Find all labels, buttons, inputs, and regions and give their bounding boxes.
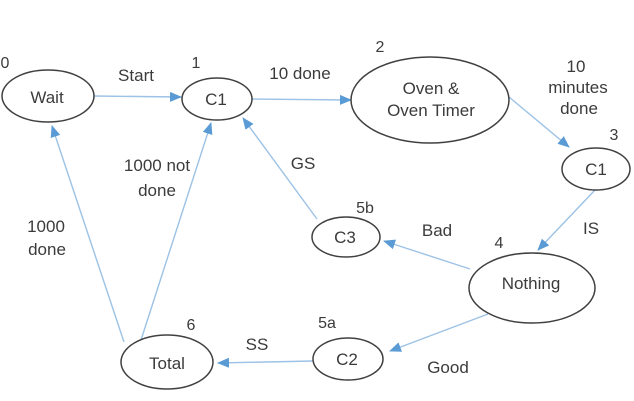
state-c1b-number: 3	[610, 127, 619, 144]
state-c3-number: 5b	[356, 200, 374, 217]
edge-label-1000-done-line1: 1000	[27, 217, 65, 236]
state-c3-shape	[311, 216, 381, 258]
edge-label-1000-done-line2: done	[28, 240, 66, 259]
state-c2-label: C2	[336, 350, 358, 369]
arrow-total-to-c1	[140, 122, 213, 341]
state-c1: C1 1	[181, 55, 253, 121]
state-total-label: Total	[149, 354, 185, 373]
state-total-shape	[120, 334, 214, 390]
state-oven-number: 2	[376, 39, 385, 56]
arrow-c1-to-oven	[250, 94, 352, 105]
arrow-nothing-to-c3	[383, 239, 471, 270]
state-wait-label: Wait	[30, 88, 64, 107]
state-total-number: 6	[187, 317, 196, 334]
edge-label-10-minutes-done-line3: done	[560, 99, 598, 118]
state-c3-label: C3	[334, 228, 356, 247]
state-c1b: C1 3	[561, 127, 631, 191]
state-wait: Wait 0	[1, 55, 95, 123]
edge-label-ss: SS	[246, 335, 269, 354]
state-c2-shape	[312, 337, 384, 381]
edge-labels-layer: Start 10 done 10 minutes done IS Bad GS …	[27, 57, 608, 377]
edge-label-good: Good	[427, 358, 469, 377]
state-oven-label-line1: Oven &	[403, 79, 460, 98]
edge-label-10-minutes-done-line1: 10	[567, 57, 586, 76]
state-wait-shape	[1, 69, 95, 123]
arrow-c2-to-total	[217, 357, 314, 368]
transitions-layer	[50, 91, 596, 368]
state-c2-number: 5a	[318, 315, 336, 332]
state-c1-number: 1	[192, 55, 201, 72]
state-c2: C2 5a	[312, 315, 384, 381]
state-oven-shape	[350, 56, 510, 144]
edge-label-start: Start	[118, 66, 154, 85]
edge-label-gs: GS	[291, 154, 316, 173]
state-nothing-number: 4	[495, 235, 504, 252]
state-nothing: Nothing 4	[468, 235, 596, 324]
edge-label-is: IS	[583, 219, 599, 238]
edge-label-bad: Bad	[422, 221, 452, 240]
edge-label-10-minutes-done-line2: minutes	[548, 78, 608, 97]
state-oven-and-oven-timer: Oven & Oven Timer 2	[350, 39, 510, 144]
state-c1b-shape	[561, 147, 631, 191]
state-nothing-label: Nothing	[502, 274, 561, 293]
edge-label-10-done: 10 done	[269, 64, 330, 83]
state-c1-shape	[181, 77, 253, 121]
state-nothing-shape	[468, 252, 596, 324]
edge-label-1000-not-done-line2: done	[138, 181, 176, 200]
edge-label-1000-not-done-line1: 1000 not	[124, 156, 190, 175]
state-oven-label-line2: Oven Timer	[387, 101, 475, 120]
arrow-nothing-to-c2	[389, 313, 489, 352]
state-c1-label: C1	[205, 90, 227, 109]
arrow-oven-to-c1b	[508, 96, 570, 148]
arrow-total-to-wait	[50, 125, 125, 343]
state-c3: C3 5b	[311, 200, 381, 258]
arrow-wait-to-c1	[93, 91, 182, 102]
state-total: Total 6	[120, 317, 214, 390]
arrow-c3-to-c1	[242, 117, 318, 220]
arrow-c1b-to-nothing	[537, 189, 596, 251]
state-wait-number: 0	[1, 55, 10, 72]
state-c1b-label: C1	[585, 160, 607, 179]
